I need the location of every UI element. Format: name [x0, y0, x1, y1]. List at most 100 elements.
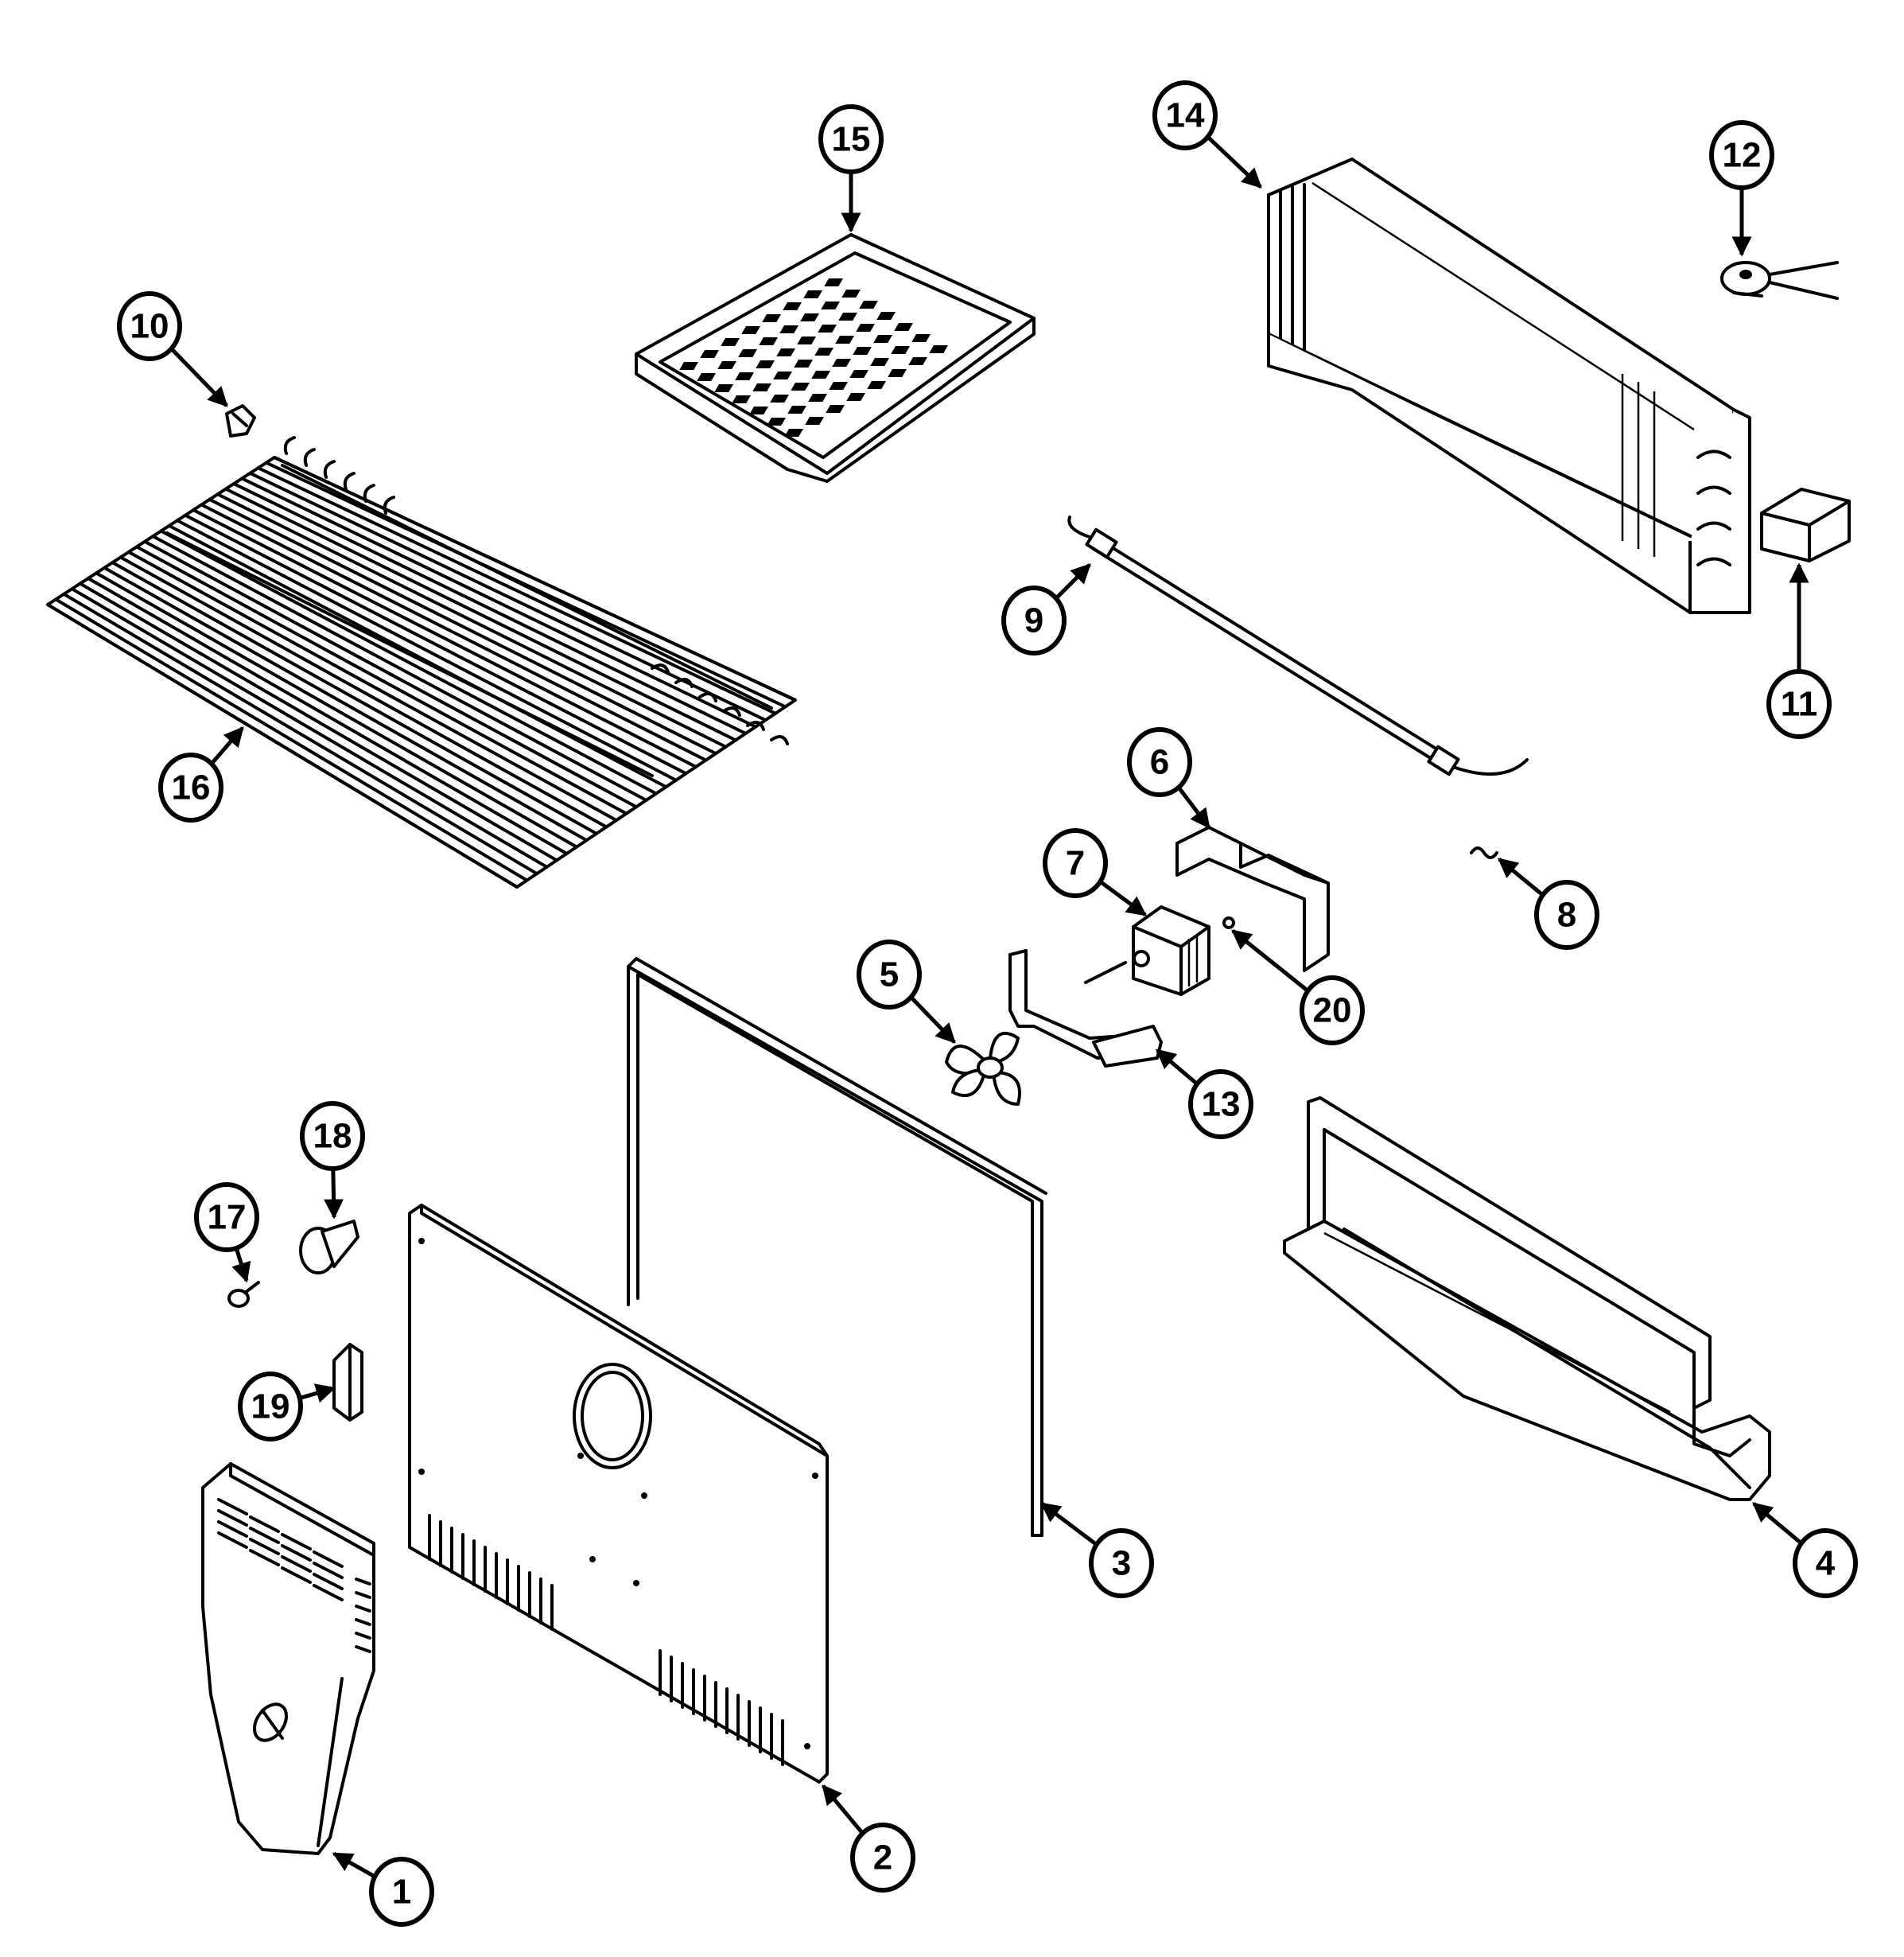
- shelf-rod: [143, 539, 638, 809]
- housing-vent-slot: [249, 1549, 280, 1566]
- housing-vent-slot: [217, 1509, 248, 1527]
- callout-9-circle: [1001, 586, 1067, 656]
- callout-12-number: 12: [1723, 136, 1762, 175]
- shelf-rod: [175, 519, 678, 782]
- part-4-drain-trough: [1283, 1096, 1771, 1501]
- callout-19-number: 19: [251, 1387, 290, 1426]
- shelf-rod: [223, 487, 737, 742]
- tray-cell: [838, 313, 857, 321]
- callout-20-number: 20: [1313, 991, 1352, 1030]
- shelf-rod: [192, 508, 697, 768]
- tray-cell: [773, 372, 792, 379]
- housing-vent-slot: [249, 1527, 280, 1544]
- callout-20-circle: [1300, 975, 1365, 1045]
- shelf-rod: [111, 561, 598, 835]
- part-18-plug: [299, 1220, 359, 1274]
- tray-cell: [888, 369, 907, 377]
- tray-cell: [735, 372, 754, 380]
- housing-vent-slot: [281, 1544, 312, 1562]
- tray-cell: [738, 349, 757, 357]
- leader-4: [1752, 1502, 1804, 1546]
- shelf-rod: [256, 466, 777, 715]
- shelf-rod-end: [323, 460, 336, 479]
- leader-17: [231, 1245, 251, 1283]
- tray-cell: [891, 346, 910, 354]
- leader-6: [1175, 784, 1210, 829]
- tray-cell: [784, 429, 803, 437]
- housing-vent-slot: [355, 1591, 371, 1599]
- callout-12: 12: [1709, 120, 1774, 190]
- shelf-rod: [208, 497, 717, 756]
- callout-9-number: 9: [1024, 601, 1043, 640]
- callout-16-circle: [158, 753, 223, 823]
- tray-cell: [794, 360, 814, 368]
- callout-6-number: 6: [1150, 743, 1169, 782]
- tray-cell: [826, 405, 845, 413]
- callout-5-number: 5: [880, 955, 899, 994]
- housing-vent-slot: [249, 1538, 280, 1555]
- callout-4: 4: [1793, 1528, 1858, 1598]
- tray-cell: [849, 370, 868, 378]
- shelf-rod: [216, 492, 728, 749]
- callout-19: 19: [238, 1371, 303, 1441]
- shelf-rod-end: [383, 496, 395, 515]
- callout-17: 17: [194, 1182, 259, 1252]
- tray-cell: [821, 302, 840, 309]
- housing-vent-slot: [313, 1562, 344, 1579]
- callout-5: 5: [857, 940, 922, 1010]
- callout-13-number: 13: [1202, 1085, 1241, 1124]
- housing-vent-slot: [313, 1584, 344, 1601]
- tray-cell: [808, 394, 827, 402]
- shelf-rod: [151, 535, 648, 802]
- tray-cell: [776, 348, 795, 356]
- leader-9: [1054, 563, 1091, 601]
- part-13-motor-bracket: [1008, 949, 1163, 1068]
- callout-6-circle: [1127, 727, 1192, 797]
- tray-cell: [787, 406, 806, 414]
- tray-cell: [800, 313, 819, 321]
- callout-2-circle: [850, 1823, 915, 1893]
- callout-12-circle: [1709, 120, 1774, 190]
- tray-cell: [700, 350, 719, 358]
- tray-cell: [762, 314, 781, 322]
- callout-3-number: 3: [1112, 1544, 1131, 1583]
- housing-vent-slot: [313, 1573, 344, 1590]
- tray-cell: [894, 323, 913, 331]
- leader-3: [1039, 1501, 1099, 1547]
- tray-cell: [770, 395, 789, 403]
- callout-1-circle: [369, 1857, 434, 1927]
- callout-11: 11: [1766, 669, 1832, 739]
- housing-vent-slot: [281, 1533, 312, 1550]
- shelf-rod-end: [674, 678, 694, 688]
- callout-4-circle: [1793, 1528, 1858, 1598]
- tray-cell: [759, 337, 778, 345]
- callout-3: 3: [1089, 1528, 1154, 1598]
- tray-cell: [752, 383, 771, 391]
- shelf-rod: [119, 555, 608, 829]
- callout-13-circle: [1188, 1069, 1253, 1139]
- housing-vent-slot: [217, 1531, 248, 1549]
- housing-vent-slot: [355, 1645, 371, 1653]
- tray-cell: [779, 325, 799, 333]
- tray-cell: [832, 359, 851, 367]
- callout-7-circle: [1043, 828, 1108, 898]
- leader-5: [908, 994, 956, 1044]
- housing-vent-slot: [281, 1566, 312, 1584]
- shelf-rod: [167, 523, 668, 789]
- callout-9: 9: [1001, 586, 1067, 656]
- callout-18: 18: [300, 1101, 365, 1171]
- callout-19-circle: [238, 1371, 303, 1441]
- tray-cell: [873, 335, 892, 343]
- housing-vent-slot: [217, 1520, 248, 1538]
- part-8-clip: [1470, 846, 1498, 859]
- tray-cell: [876, 312, 896, 320]
- housing-vent-slot: [355, 1605, 371, 1613]
- shelf-rod: [273, 456, 797, 702]
- tray-cell: [846, 393, 865, 401]
- housing-vent-slot: [249, 1515, 280, 1533]
- callout-15-circle: [818, 104, 884, 174]
- callout-8-number: 8: [1557, 896, 1576, 935]
- tray-cell: [929, 345, 948, 353]
